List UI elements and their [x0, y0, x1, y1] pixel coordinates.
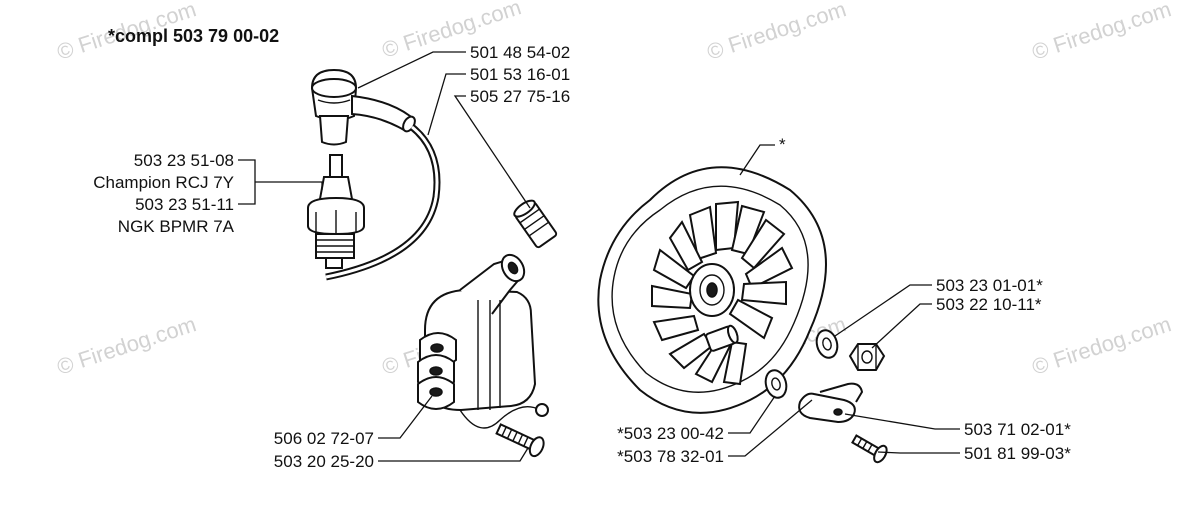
- label-503-22-10-11: 503 22 10-11*: [936, 295, 1042, 314]
- ht-lead-icon: [325, 124, 441, 281]
- label-champion-rcj-7y: Champion RCJ 7Y: [93, 173, 234, 192]
- spark-plug-icon[interactable]: [307, 154, 365, 269]
- leader-lines: [238, 51, 960, 462]
- spark-plug-boot-icon[interactable]: [310, 68, 417, 146]
- label-503-78-32-01: *503 78 32-01: [617, 447, 724, 466]
- watermark-5: © Firedog.com: [54, 311, 199, 379]
- watermark-8: © Firedog.com: [1029, 311, 1174, 379]
- wire-connector-icon[interactable]: [512, 198, 558, 249]
- washer-icon[interactable]: [814, 328, 841, 360]
- label-506-02-72-07: 506 02 72-07: [274, 429, 374, 448]
- label-505-27-75-16: 505 27 75-16: [470, 87, 570, 106]
- part-labels: 501 48 54-02 501 53 16-01 505 27 75-16 5…: [93, 43, 1071, 471]
- label-501-48-54-02: 501 48 54-02: [470, 43, 570, 62]
- flywheel-icon[interactable]: [597, 166, 827, 414]
- label-503-23-01-01: 503 23 01-01*: [936, 276, 1043, 295]
- flywheel-nut-icon[interactable]: [848, 343, 886, 371]
- watermark-3: © Firedog.com: [704, 0, 849, 65]
- starter-pawl-icon[interactable]: [798, 382, 864, 424]
- module-screw-icon[interactable]: [494, 420, 546, 458]
- label-flywheel-star: *: [779, 135, 786, 154]
- label-503-23-00-42: *503 23 00-42: [617, 424, 724, 443]
- label-501-53-16-01: 501 53 16-01: [470, 65, 570, 84]
- label-503-23-51-11: 503 23 51-11: [135, 195, 234, 214]
- label-503-23-51-08: 503 23 51-08: [134, 151, 234, 170]
- flywheel-fins: [651, 200, 794, 386]
- starter-washer-icon[interactable]: [763, 368, 790, 400]
- label-501-81-99-03: 501 81 99-03*: [964, 444, 1071, 463]
- pawl-screw-icon[interactable]: [850, 431, 889, 464]
- ignition-module-icon[interactable]: [417, 251, 549, 429]
- label-503-20-25-20: 503 20 25-20: [274, 452, 374, 471]
- watermark-4: © Firedog.com: [1029, 0, 1174, 65]
- label-503-71-02-01: 503 71 02-01*: [964, 420, 1071, 439]
- compl-header: *compl 503 79 00-02: [108, 26, 279, 46]
- label-ngk-bpmr-7a: NGK BPMR 7A: [118, 217, 235, 236]
